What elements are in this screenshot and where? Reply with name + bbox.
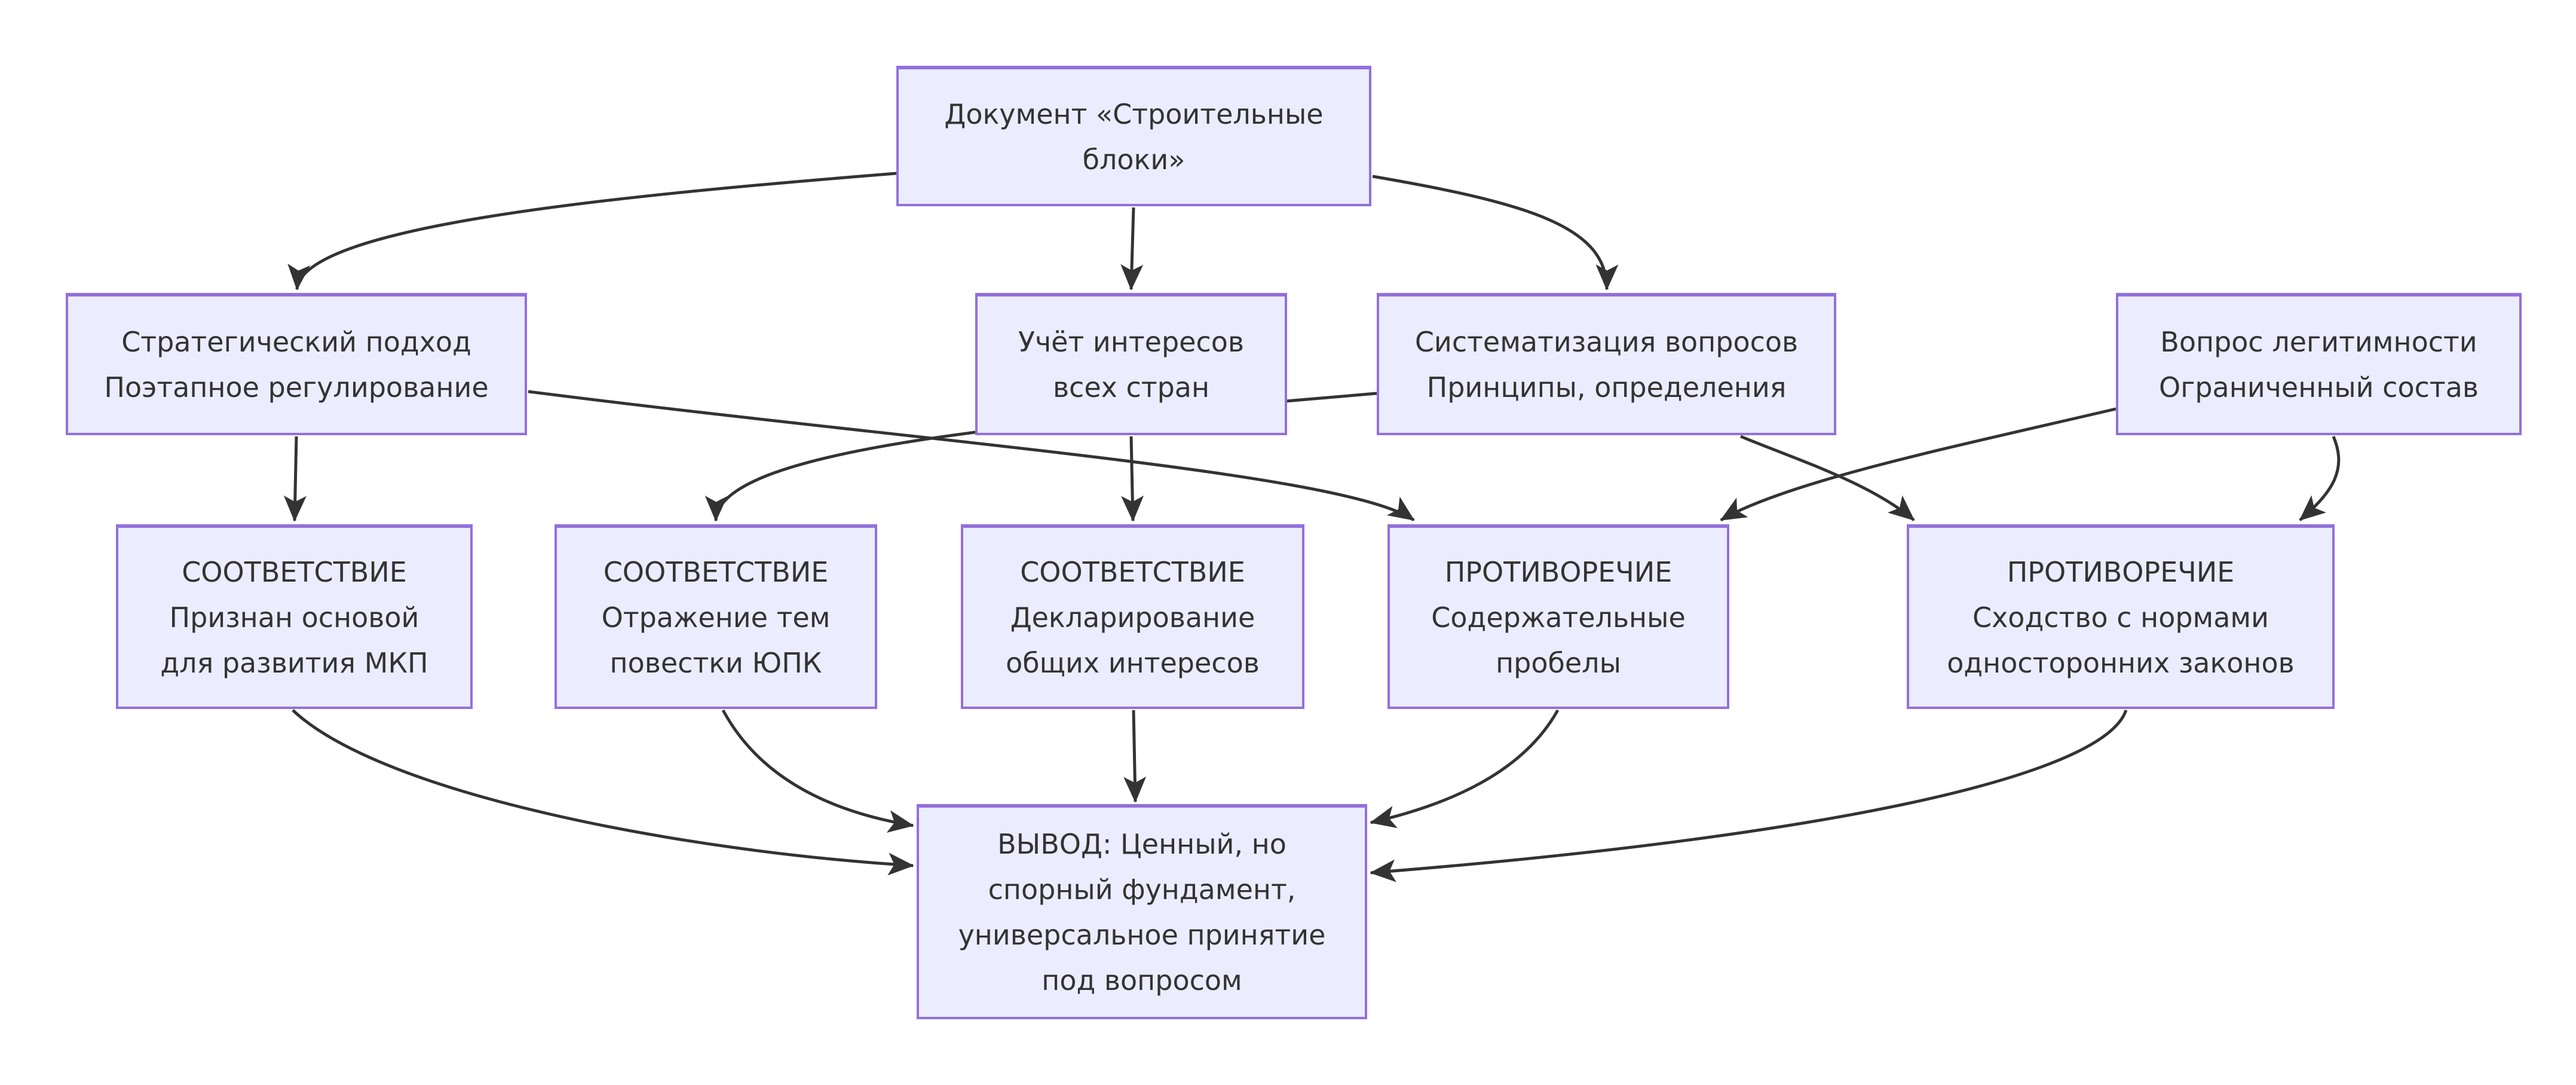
node-document-building-blocks: Документ «Строительные блоки» bbox=[896, 66, 1371, 206]
node-text-line: повестки ЮПК bbox=[609, 646, 822, 679]
edge-doc-system bbox=[1372, 175, 1619, 291]
node-text-line: Ограниченный состав bbox=[2158, 371, 2479, 404]
node-legitimacy-question: Вопрос легитимности Ограниченный состав bbox=[2116, 293, 2522, 435]
node-text-line: Принципы, определения bbox=[1426, 371, 1787, 404]
node-text-line: СООТВЕТСТВИЕ bbox=[1020, 555, 1245, 588]
edge-match1-conclusion bbox=[292, 709, 914, 876]
node-text-line: Сходство с нормами bbox=[1972, 601, 2269, 634]
node-text-line: Признан основой bbox=[169, 601, 419, 634]
node-text-line: Стратегический подход bbox=[121, 326, 471, 358]
node-match-common-interests: СООТВЕТСТВИЕ Декларирование общих интере… bbox=[961, 524, 1304, 709]
node-text-line: всех стран bbox=[1052, 371, 1210, 404]
node-text-line: общих интересов bbox=[1006, 646, 1260, 679]
edge-contra1-conclusion bbox=[1370, 709, 1560, 829]
edge-strategy-match1 bbox=[283, 436, 307, 522]
node-text-line: ПРОТИВОРЕЧИЕ bbox=[1444, 555, 1673, 588]
edge-doc-interests bbox=[1120, 207, 1144, 291]
node-text-line: Учёт интересов bbox=[1018, 326, 1245, 358]
node-text-line: Содержательные bbox=[1431, 601, 1686, 634]
edge-match2-conclusion bbox=[721, 709, 914, 833]
node-text-line: для развития МКП bbox=[160, 646, 428, 679]
edge-legitimacy-contra1 bbox=[1720, 407, 2116, 522]
node-text-line: Документ «Строительные bbox=[944, 97, 1324, 130]
node-text-line: пробелы bbox=[1496, 646, 1621, 679]
node-text-line: универсальное принятие bbox=[958, 919, 1326, 951]
node-conclusion: ВЫВОД: Ценный, но спорный фундамент, уни… bbox=[917, 804, 1367, 1019]
node-contradiction-unilateral-laws: ПРОТИВОРЕЧИЕ Сходство с нормами одностор… bbox=[1907, 524, 2335, 709]
node-text-line: СООТВЕТСТВИЕ bbox=[182, 555, 407, 588]
node-text-line: Декларирование bbox=[1010, 601, 1255, 634]
edge-legitimacy-contra2 bbox=[2299, 436, 2341, 521]
node-match-basis-for-mkp: СООТВЕТСТВИЕ Признан основой для развити… bbox=[116, 524, 473, 709]
edge-match3-conclusion bbox=[1123, 710, 1147, 803]
edge-doc-strategy bbox=[287, 172, 897, 291]
node-text-line: СООТВЕТСТВИЕ bbox=[603, 555, 829, 588]
node-text-line: спорный фундамент, bbox=[988, 873, 1296, 906]
node-systematization-of-questions: Систематизация вопросов Принципы, опреде… bbox=[1377, 293, 1836, 435]
node-text-line: блоки» bbox=[1082, 143, 1186, 176]
node-text-line: односторонних законов bbox=[1947, 646, 2295, 679]
node-text-line: Поэтапное регулирование bbox=[104, 371, 489, 404]
node-contradiction-content-gaps: ПРОТИВОРЕЧИЕ Содержательные пробелы bbox=[1387, 524, 1729, 709]
node-match-agenda-topics: СООТВЕТСТВИЕ Отражение тем повестки ЮПК bbox=[555, 524, 877, 709]
node-text-line: Вопрос легитимности bbox=[2160, 326, 2477, 358]
node-strategic-approach: Стратегический подход Поэтапное регулиро… bbox=[66, 293, 527, 435]
edge-system-contra2 bbox=[1740, 435, 1915, 521]
edge-contra2-conclusion bbox=[1370, 710, 2128, 882]
node-interests-of-all-countries: Учёт интересов всех стран bbox=[975, 293, 1287, 435]
node-text-line: Систематизация вопросов bbox=[1414, 326, 1799, 358]
node-text-line: ПРОТИВОРЕЧИЕ bbox=[2007, 555, 2235, 588]
edge-interests-match3 bbox=[1121, 436, 1144, 522]
node-text-line: ВЫВОД: Ценный, но bbox=[997, 828, 1287, 860]
edge-strategy-contra1 bbox=[528, 390, 1415, 522]
node-text-line: под вопросом bbox=[1042, 964, 1242, 997]
node-text-line: Отражение тем bbox=[601, 601, 831, 634]
